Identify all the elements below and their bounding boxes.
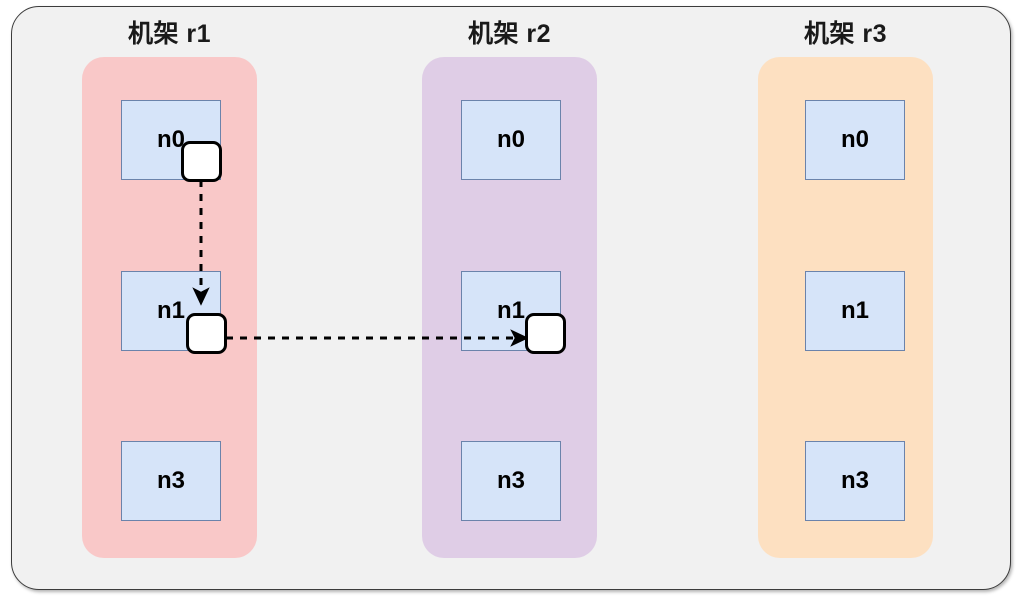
rack-label-r1: 机架 r1	[127, 20, 212, 48]
shard-marker-r2-n1[interactable]	[525, 313, 566, 354]
node-r3-n0[interactable]: n0	[805, 100, 905, 180]
node-r2-n0[interactable]: n0	[461, 100, 561, 180]
rack-label-r3: 机架 r3	[803, 20, 888, 48]
node-r2-n3[interactable]: n3	[461, 441, 561, 521]
rack-label-r2: 机架 r2	[467, 20, 552, 48]
node-r3-n3[interactable]: n3	[805, 441, 905, 521]
shard-marker-r1-n0[interactable]	[181, 141, 222, 182]
node-r3-n1[interactable]: n1	[805, 271, 905, 351]
node-r1-n3[interactable]: n3	[121, 441, 221, 521]
shard-marker-r1-n1[interactable]	[186, 313, 227, 354]
